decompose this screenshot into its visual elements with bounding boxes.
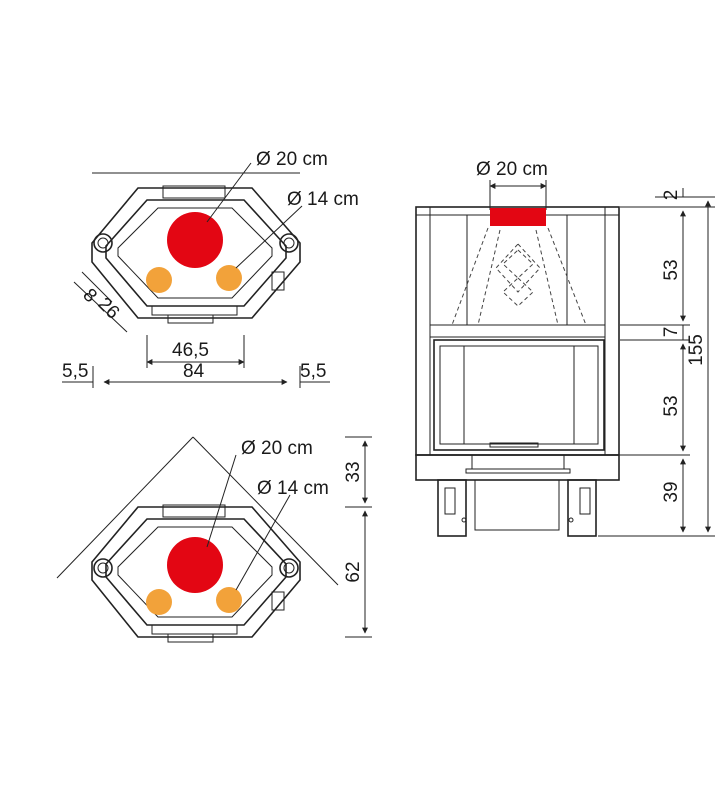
stove-inner-outline [105,199,287,307]
dim-26: 26 [93,294,123,324]
left-column [93,558,113,578]
base-band [415,454,620,481]
corner-wall-right [192,436,339,586]
dim-33: 33 [343,461,364,482]
small-flue-outlet-right [216,265,242,291]
firebox-outline [117,207,273,299]
dim-5-5-right: 5,5 [300,361,326,382]
front-flue-outlet [490,208,546,226]
dim-155: 155 [686,334,707,366]
large-flue-label: Ø 20 cm [256,149,328,170]
front-view: Ø 20 cm [415,159,715,537]
right-latch [271,591,285,611]
dim-46-5: 46,5 [172,340,209,361]
base-panel [474,479,560,531]
front-handle [167,633,214,643]
right-leg [567,479,597,537]
stove-outline [91,187,301,319]
front-flue-label: Ø 20 cm [476,159,548,180]
small-flue-label: Ø 14 cm [257,478,329,499]
dim-53-top: 53 [661,259,682,280]
firebox-outline [117,526,273,618]
front-handle [167,314,214,324]
glass-door [439,345,599,445]
dim-84: 84 [183,361,205,382]
stove-inner-outline [105,518,287,626]
right-latch [271,271,285,291]
rear-panel [162,185,226,199]
front-door [151,624,238,635]
small-flue-label: Ø 14 cm [287,189,359,210]
dim-7: 7 [661,327,682,338]
door-handle [489,442,539,448]
upper-band [429,324,606,338]
dim-2: 2 [661,190,682,201]
front-door [151,305,238,316]
small-flue-outlet-right [216,587,242,613]
ash-drawer [471,454,565,470]
stove-outline [91,506,301,638]
corner-wall-left [56,436,194,579]
dim-5-5-left: 5,5 [62,361,88,382]
large-flue-label: Ø 20 cm [241,438,313,459]
glass-door-frame [433,339,605,451]
left-column [93,233,113,253]
dim-39: 39 [661,481,682,502]
large-flue-outlet [167,537,223,593]
right-column [279,558,299,578]
dim-62: 62 [343,561,364,582]
large-flue-outlet [167,212,223,268]
small-flue-outlet-left [146,267,172,293]
left-leg [437,479,467,537]
right-column [279,233,299,253]
top-view-1: Ø 20 cm Ø 14 cm 8 26 46,5 5,5 84 5,5 [62,149,359,388]
rear-panel [162,504,226,518]
small-flue-outlet-left [146,589,172,615]
dim-53-bottom: 53 [661,395,682,416]
top-view-2: Ø 20 cm Ø 14 cm 33 62 [56,436,372,643]
